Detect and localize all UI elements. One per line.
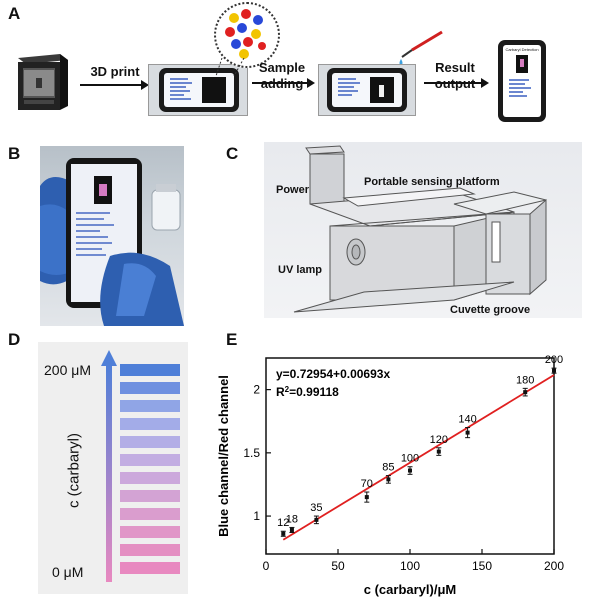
r-squared: R2=0.99118 bbox=[276, 385, 339, 400]
top-concentration-label: 200 μM bbox=[44, 362, 91, 378]
data-point-label: 70 bbox=[361, 478, 373, 490]
bottom-concentration-label: 0 μM bbox=[52, 564, 84, 580]
panel-label-b: B bbox=[8, 144, 21, 163]
data-point-label: 18 bbox=[286, 513, 298, 525]
data-point bbox=[364, 495, 369, 500]
data-point-label: 12 bbox=[277, 517, 289, 529]
data-point bbox=[289, 527, 294, 532]
color-swatch bbox=[120, 562, 180, 574]
color-swatch bbox=[120, 364, 180, 376]
concentration-axis-label: c (carbaryl) bbox=[65, 433, 83, 509]
color-scale-card: 200 μM 0 μM c (carbaryl) bbox=[38, 342, 188, 594]
color-swatch bbox=[120, 526, 180, 538]
sample-label: Sample bbox=[258, 60, 306, 75]
arrow-2 bbox=[252, 78, 315, 88]
color-swatch bbox=[120, 400, 180, 412]
arrow-3 bbox=[424, 78, 489, 88]
data-point-label: 200 bbox=[545, 354, 563, 366]
step-result-output-label: Result output bbox=[424, 60, 486, 92]
x-axis-label: c (carbaryl)/μM bbox=[364, 582, 457, 597]
pipette-icon bbox=[396, 30, 446, 66]
data-point bbox=[436, 449, 441, 454]
label-uv-lamp: UV lamp bbox=[278, 264, 323, 276]
data-point-label: 120 bbox=[430, 434, 448, 446]
printed-platform-image bbox=[148, 64, 248, 116]
data-point bbox=[281, 531, 286, 536]
3d-printer-image bbox=[10, 48, 72, 114]
y-axis-label: Blue channel/Red channel bbox=[216, 375, 231, 537]
data-point bbox=[408, 468, 412, 473]
fit-equation: y=0.72954+0.00693x bbox=[276, 367, 390, 381]
panel-label-d: D bbox=[8, 330, 21, 349]
label-power: Power bbox=[276, 184, 310, 196]
data-point-label: 85 bbox=[382, 462, 394, 474]
arrow-1 bbox=[80, 80, 149, 90]
y-tick-label: 1 bbox=[253, 509, 260, 523]
label-portable-sensing-platform: Portable sensing platform bbox=[364, 176, 500, 188]
color-swatch bbox=[120, 472, 180, 484]
panel-label-c: C bbox=[226, 144, 239, 163]
label-cuvette-groove: Cuvette groove bbox=[450, 304, 531, 316]
fit-line bbox=[282, 374, 555, 541]
concentration-arrow-head bbox=[101, 350, 117, 366]
data-point bbox=[552, 368, 556, 373]
data-point bbox=[523, 390, 528, 395]
data-point-label: 100 bbox=[401, 453, 419, 465]
data-point bbox=[314, 517, 319, 522]
bubble-pointer bbox=[215, 58, 245, 77]
concentration-arrow bbox=[106, 364, 112, 582]
step-sample-adding-label: Sample adding bbox=[252, 60, 312, 92]
data-point-label: 35 bbox=[310, 502, 322, 514]
y-tick-label: 1.5 bbox=[243, 446, 260, 460]
result-screen-title: Carbaryl Detection bbox=[505, 47, 539, 52]
x-tick-label: 150 bbox=[472, 559, 492, 573]
x-tick-label: 0 bbox=[263, 559, 270, 573]
result-label: Result bbox=[435, 60, 475, 75]
calibration-chart: 0 50 100 150 200 1 1.5 2 c (carbaryl)/μM Blue cha… bbox=[216, 354, 564, 597]
color-swatch bbox=[120, 418, 180, 430]
data-point-label: 140 bbox=[458, 414, 476, 426]
panel-label-a: A bbox=[8, 4, 21, 23]
color-swatch bbox=[120, 544, 180, 556]
color-swatch bbox=[120, 490, 180, 502]
color-swatch bbox=[120, 382, 180, 394]
data-point bbox=[465, 430, 470, 435]
color-swatch-list bbox=[120, 364, 180, 580]
molecules-bubble bbox=[214, 2, 280, 68]
data-point-label: 180 bbox=[516, 374, 534, 386]
panel-label-e: E bbox=[226, 330, 238, 349]
color-swatch bbox=[120, 454, 180, 466]
result-phone-image: Carbaryl Detection bbox=[498, 40, 546, 122]
y-tick-label: 2 bbox=[253, 383, 260, 397]
platform-with-sample-image bbox=[318, 64, 416, 116]
photo-hand-holding-phone bbox=[40, 146, 184, 326]
step-3d-print-label: 3D print bbox=[90, 64, 140, 79]
x-tick-label: 100 bbox=[400, 559, 420, 573]
color-swatch bbox=[120, 508, 180, 520]
platform-3d-model bbox=[264, 142, 582, 318]
x-tick-label: 50 bbox=[331, 559, 345, 573]
color-swatch bbox=[120, 436, 180, 448]
x-tick-label: 200 bbox=[544, 559, 564, 573]
data-point bbox=[386, 477, 391, 482]
